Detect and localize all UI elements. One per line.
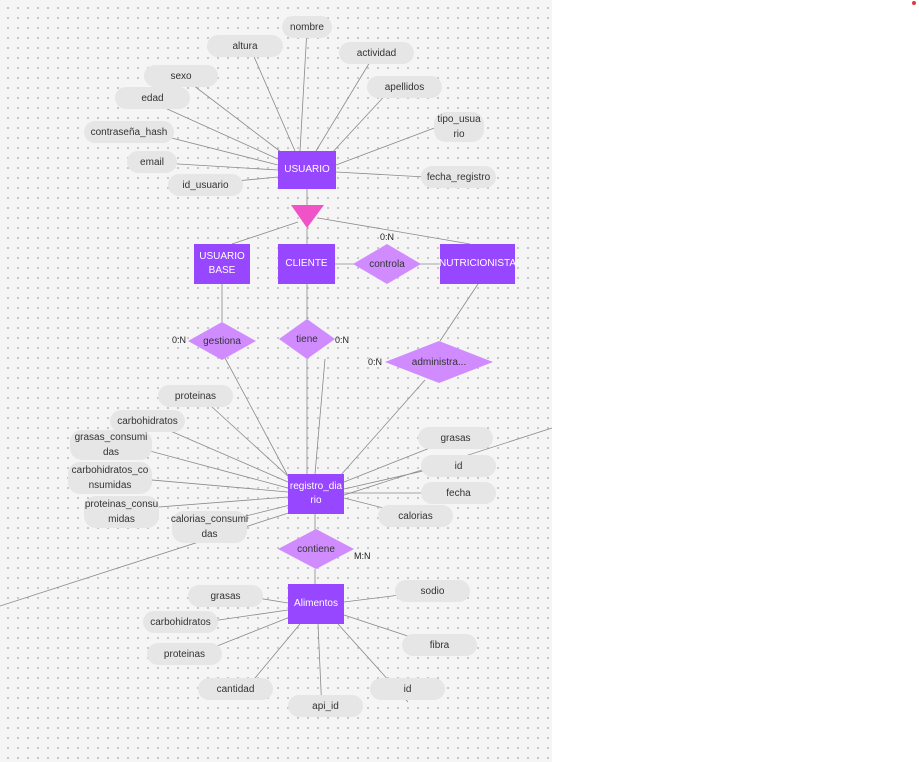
attr-proteinas-consumidas[interactable]: proteinas_consu midas <box>84 496 159 528</box>
attr-sodio[interactable]: sodio <box>395 580 470 602</box>
attr-nombre[interactable]: nombre <box>282 16 332 38</box>
entity-usuario-base[interactable]: USUARIO BASE <box>194 244 250 284</box>
attr-fibra[interactable]: fibra <box>402 634 477 656</box>
attr-alimentos-proteinas[interactable]: proteinas <box>147 643 222 665</box>
cardinality-administra: 0:N <box>368 357 383 367</box>
attr-alimentos-carbohidratos[interactable]: carbohidratos <box>143 611 218 633</box>
attr-calorias[interactable]: calorias <box>378 505 453 527</box>
attr-id-usuario[interactable]: id_usuario <box>168 174 243 196</box>
attr-altura[interactable]: altura <box>207 35 283 57</box>
attr-grasas-consumidas[interactable]: grasas_consumi das <box>70 430 152 460</box>
attr-apellidos[interactable]: apellidos <box>367 76 442 98</box>
attr-edad[interactable]: edad <box>115 87 190 109</box>
attr-cantidad[interactable]: cantidad <box>198 678 273 700</box>
tiene-diamond <box>279 319 335 359</box>
attr-tipo-usuario[interactable]: tipo_usua rio <box>434 112 484 142</box>
specialization-triangle <box>291 205 324 228</box>
status-dot-icon <box>912 1 916 5</box>
relationship-controla-label[interactable]: controla <box>369 258 405 270</box>
attr-id[interactable]: id <box>421 455 496 477</box>
attr-api-id[interactable]: api_id <box>288 695 363 717</box>
administra-diamond <box>385 341 493 383</box>
attr-sexo[interactable]: sexo <box>144 65 218 87</box>
attr-actividad[interactable]: actividad <box>339 42 414 64</box>
attr-grasas[interactable]: grasas <box>418 427 493 449</box>
entity-nutricionista[interactable]: NUTRICIONISTA <box>439 244 516 284</box>
entity-registro-diario[interactable]: registro_dia rio <box>288 474 344 514</box>
attr-carbohidratos-consumidas[interactable]: carbohidratos_co nsumidas <box>68 462 152 494</box>
entity-cliente[interactable]: CLIENTE <box>278 244 335 284</box>
cardinality-controla: 0:N <box>380 232 395 242</box>
attr-calorias-consumidas[interactable]: calorias_consumi das <box>171 511 248 543</box>
attr-alimentos-grasas[interactable]: grasas <box>188 585 263 607</box>
controla-diamond <box>353 244 421 284</box>
attr-email[interactable]: email <box>127 151 177 173</box>
cardinality-gestiona: 0:N <box>172 335 187 345</box>
attr-fecha[interactable]: fecha <box>421 482 496 504</box>
attr-contrasena-hash[interactable]: contraseña_hash <box>84 121 174 143</box>
relationship-gestiona-label[interactable]: gestiona <box>203 335 241 347</box>
gestiona-diamond <box>188 322 256 360</box>
relationship-contiene-label[interactable]: contiene <box>297 543 335 555</box>
entity-alimentos[interactable]: Alimentos <box>288 584 344 624</box>
cardinality-contiene: M:N <box>354 551 371 561</box>
cardinality-tiene: 0:N <box>335 335 350 345</box>
relationship-administra-label[interactable]: administra... <box>411 356 467 368</box>
attr-carbohidratos[interactable]: carbohidratos <box>110 410 185 432</box>
relationship-tiene-label[interactable]: tiene <box>296 333 318 345</box>
attr-proteinas[interactable]: proteinas <box>158 385 233 407</box>
attr-alimentos-id[interactable]: id <box>370 678 445 700</box>
contiene-diamond <box>278 529 354 569</box>
entity-usuario[interactable]: USUARIO <box>278 151 336 189</box>
attr-fecha-registro[interactable]: fecha_registro <box>421 166 496 188</box>
